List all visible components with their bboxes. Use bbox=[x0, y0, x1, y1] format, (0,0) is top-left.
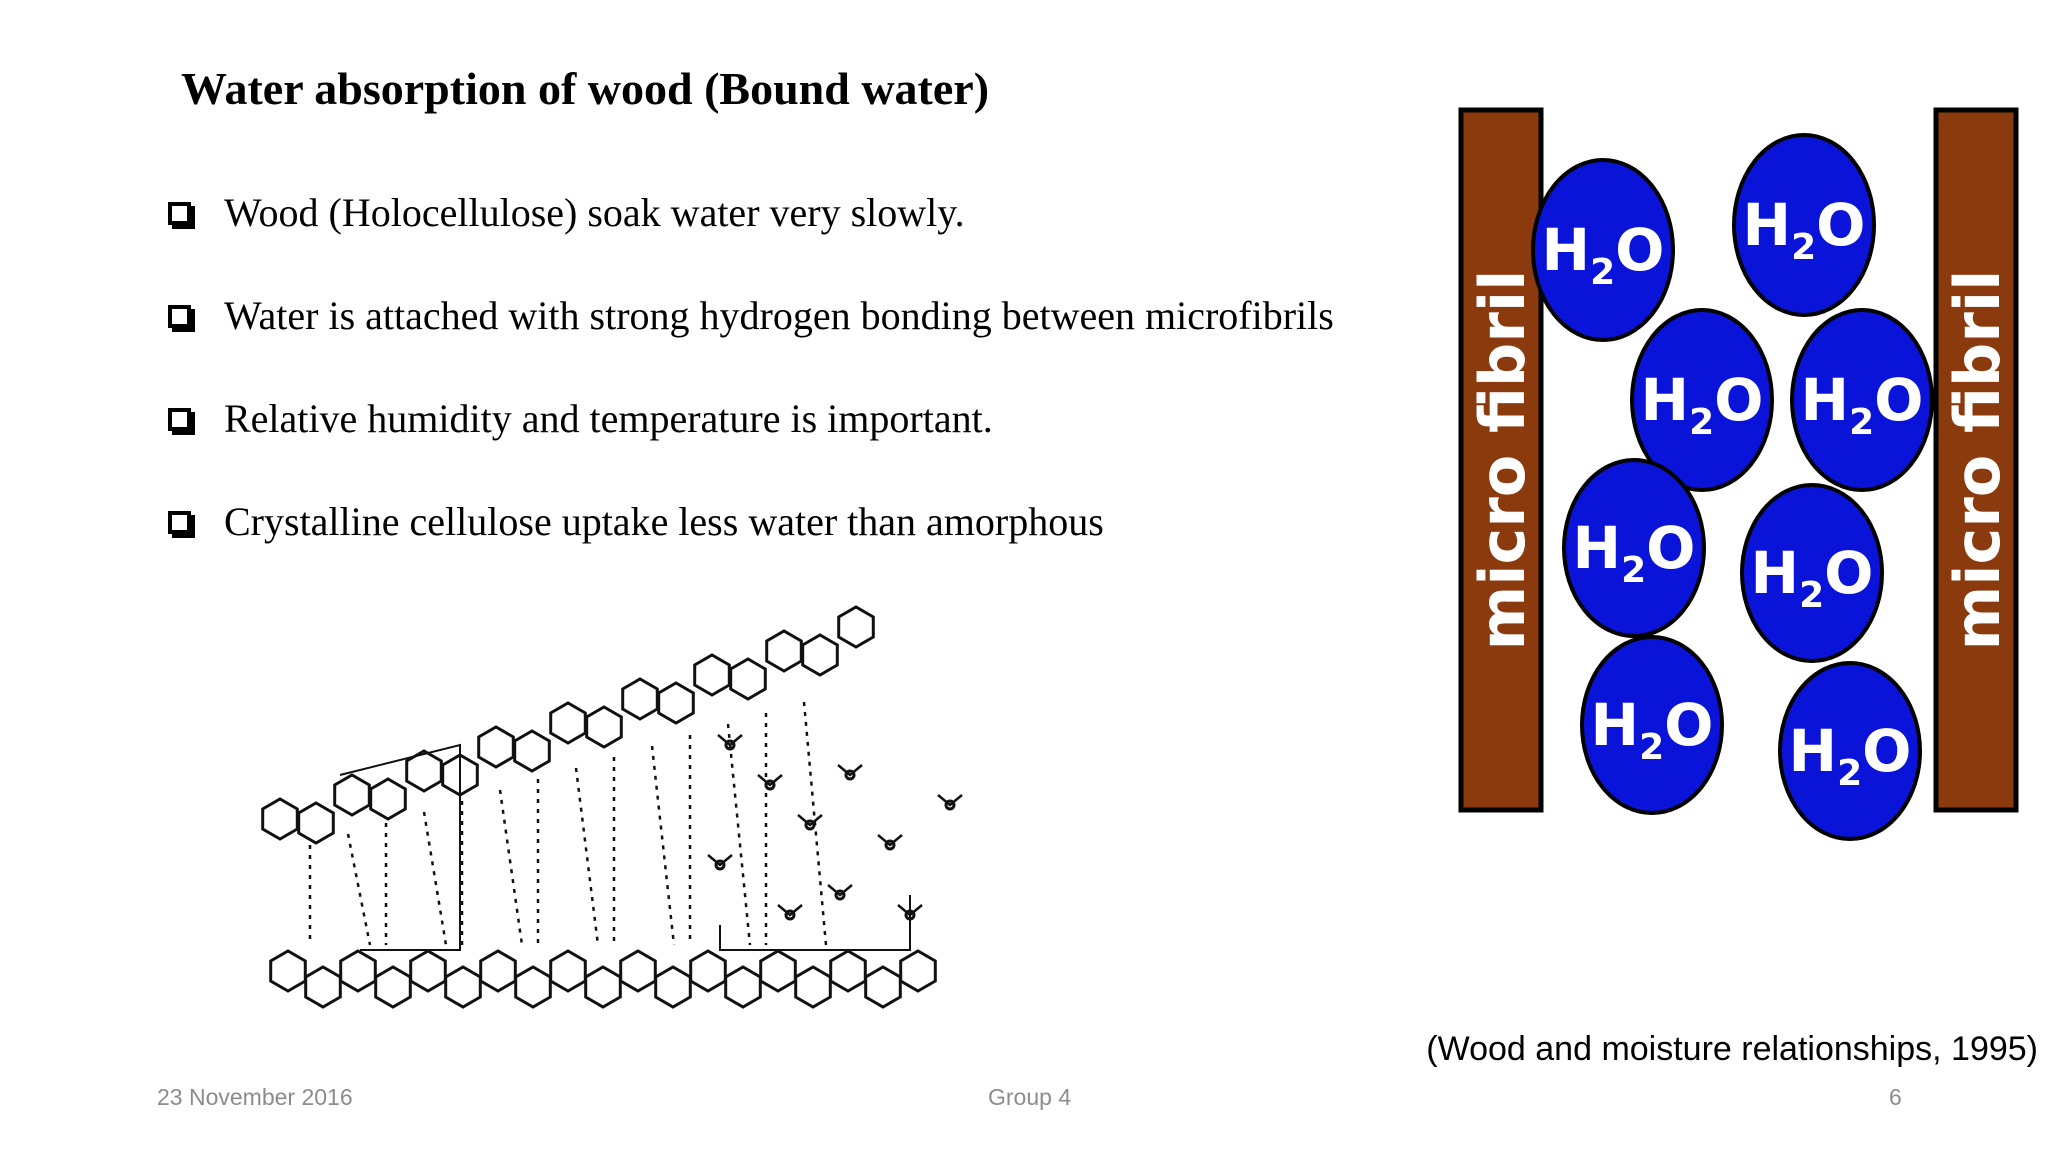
svg-text:H2O: H2O bbox=[1751, 539, 1874, 616]
water-molecule: H2O bbox=[1732, 133, 1876, 317]
svg-text:H2O: H2O bbox=[1591, 691, 1714, 768]
bullet-text: Wood (Holocellulose) soak water very slo… bbox=[224, 190, 965, 235]
water-molecule: H2O bbox=[1790, 308, 1934, 492]
svg-text:H2O: H2O bbox=[1743, 191, 1866, 268]
footer-page-number: 6 bbox=[1889, 1084, 1902, 1110]
water-microfibril-diagram: micro fibril micro fibril H2O H2O H2O H2O H2… bbox=[1458, 107, 2019, 841]
footer-group: Group 4 bbox=[988, 1084, 1072, 1110]
water-molecule: H2O bbox=[1740, 483, 1884, 663]
bullet-text: Relative humidity and temperature is imp… bbox=[224, 396, 993, 441]
svg-text:H2O: H2O bbox=[1573, 514, 1696, 591]
svg-text:H2O: H2O bbox=[1641, 366, 1764, 443]
bullet-text: Crystalline cellulose uptake less water … bbox=[224, 499, 1104, 544]
microfibril-left-label: micro fibril bbox=[1466, 270, 1539, 651]
bullet-text: Water is attached with strong hydrogen b… bbox=[224, 293, 1334, 338]
checkbox-bullet-icon bbox=[168, 305, 195, 332]
water-molecule: H2O bbox=[1630, 308, 1774, 492]
slide-title: Water absorption of wood (Bound water) bbox=[181, 63, 990, 114]
svg-text:H2O: H2O bbox=[1542, 216, 1665, 293]
microfibril-right bbox=[1933, 107, 2019, 813]
microfibril-right-label: micro fibril bbox=[1941, 270, 2014, 651]
checkbox-bullet-icon bbox=[168, 202, 195, 229]
checkbox-bullet-icon bbox=[168, 408, 195, 435]
water-molecule: H2O bbox=[1778, 661, 1922, 841]
checkbox-bullet-icon bbox=[168, 511, 195, 538]
footer-date: 23 November 2016 bbox=[157, 1084, 353, 1110]
water-molecule: H2O bbox=[1531, 158, 1675, 342]
microfibril-left bbox=[1458, 107, 1544, 813]
svg-text:H2O: H2O bbox=[1789, 717, 1912, 794]
svg-text:H2O: H2O bbox=[1801, 366, 1924, 443]
citation: (Wood and moisture relationships, 1995) bbox=[1426, 1030, 2038, 1068]
cellulose-structure-illustration bbox=[261, 605, 963, 1009]
water-molecule: H2O bbox=[1562, 458, 1706, 638]
water-molecule: H2O bbox=[1580, 635, 1724, 815]
